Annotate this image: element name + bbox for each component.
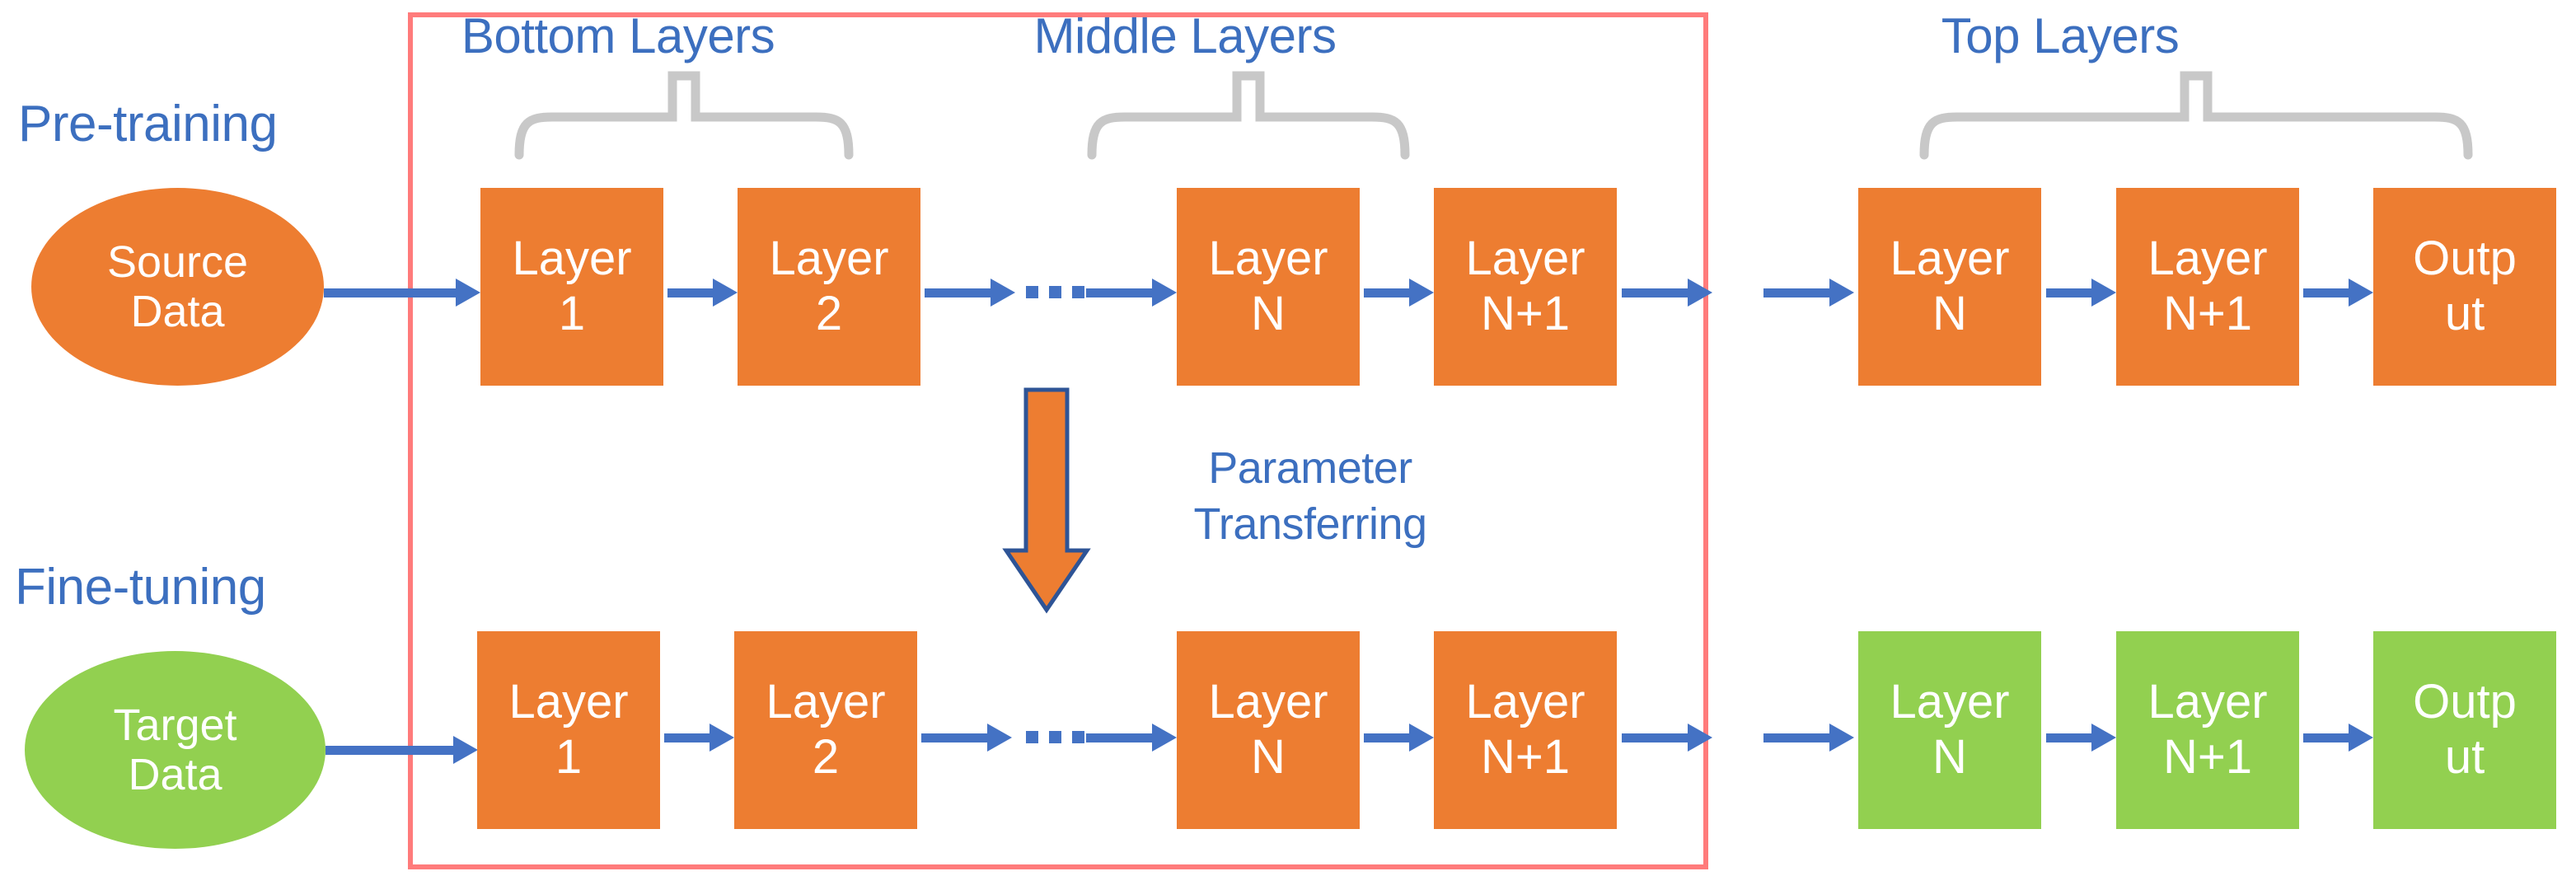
arrow-pretrain-ellipsis-to-layerN <box>1086 279 1177 307</box>
group-caption-middle-layers: Middle Layers <box>1033 8 1337 63</box>
group-caption-bottom-layers: Bottom Layers <box>461 8 775 63</box>
finetune-top-layer-box-n: Layer N <box>1858 631 2041 829</box>
finetune-layer-box-n-plus-1: Layer N+1 <box>1434 631 1617 829</box>
arrow-finetune-n1-to-output <box>2303 724 2373 752</box>
arrow-target-to-layer1 <box>326 736 478 764</box>
pretrain-layer-box-n: Layer N <box>1177 188 1360 386</box>
target-data-node: Target Data <box>25 651 326 849</box>
arrow-finetune-exit-region <box>1622 724 1712 752</box>
arrow-finetune-enter-top <box>1763 724 1854 752</box>
parameter-transfer-arrow <box>1002 387 1091 614</box>
brace-top-layers <box>1919 71 2473 160</box>
pretrain-top-layer-box-n-plus-1: Layer N+1 <box>2116 188 2299 386</box>
arrow-finetune-ellipsis-to-layerN <box>1086 724 1177 752</box>
arrow-source-to-layer1 <box>324 279 480 307</box>
pretrain-output-box: Outp ut <box>2373 188 2556 386</box>
arrow-pretrain-1-to-2 <box>667 279 738 307</box>
pretrain-layer-box-2: Layer 2 <box>738 188 920 386</box>
arrow-pretrain-top-n-to-n1 <box>2046 279 2116 307</box>
finetune-layer-box-1: Layer 1 <box>477 631 660 829</box>
pretrain-layer-box-n-plus-1: Layer N+1 <box>1434 188 1617 386</box>
finetune-output-box: Outp ut <box>2373 631 2556 829</box>
arrow-pretrain-n1-to-output <box>2303 279 2373 307</box>
brace-bottom-layers <box>514 71 854 160</box>
arrow-finetune-2-to-ellipsis <box>921 724 1012 752</box>
pretrain-layer-box-1: Layer 1 <box>480 188 663 386</box>
brace-middle-layers <box>1087 71 1410 160</box>
finetune-layer-box-n: Layer N <box>1177 631 1360 829</box>
group-caption-top-layers: Top Layers <box>1941 8 2180 63</box>
arrow-pretrain-exit-region <box>1622 279 1712 307</box>
stage-label-pretraining: Pre-training <box>18 96 278 152</box>
finetune-layer-box-2: Layer 2 <box>734 631 917 829</box>
pretrain-ellipsis <box>1026 286 1084 298</box>
arrow-finetune-1-to-2 <box>664 724 734 752</box>
arrow-pretrain-n-to-n1 <box>1364 279 1434 307</box>
pretrain-top-layer-box-n: Layer N <box>1858 188 2041 386</box>
finetune-ellipsis <box>1026 731 1084 743</box>
finetune-top-layer-box-n-plus-1: Layer N+1 <box>2116 631 2299 829</box>
arrow-pretrain-enter-top <box>1763 279 1854 307</box>
arrow-pretrain-2-to-ellipsis <box>925 279 1015 307</box>
stage-label-finetuning: Fine-tuning <box>15 559 266 616</box>
source-data-node: Source Data <box>31 188 324 386</box>
arrow-finetune-n-to-n1 <box>1364 724 1434 752</box>
arrow-finetune-top-n-to-n1 <box>2046 724 2116 752</box>
parameter-transfer-label: Parameter Transferring <box>1193 443 1427 549</box>
